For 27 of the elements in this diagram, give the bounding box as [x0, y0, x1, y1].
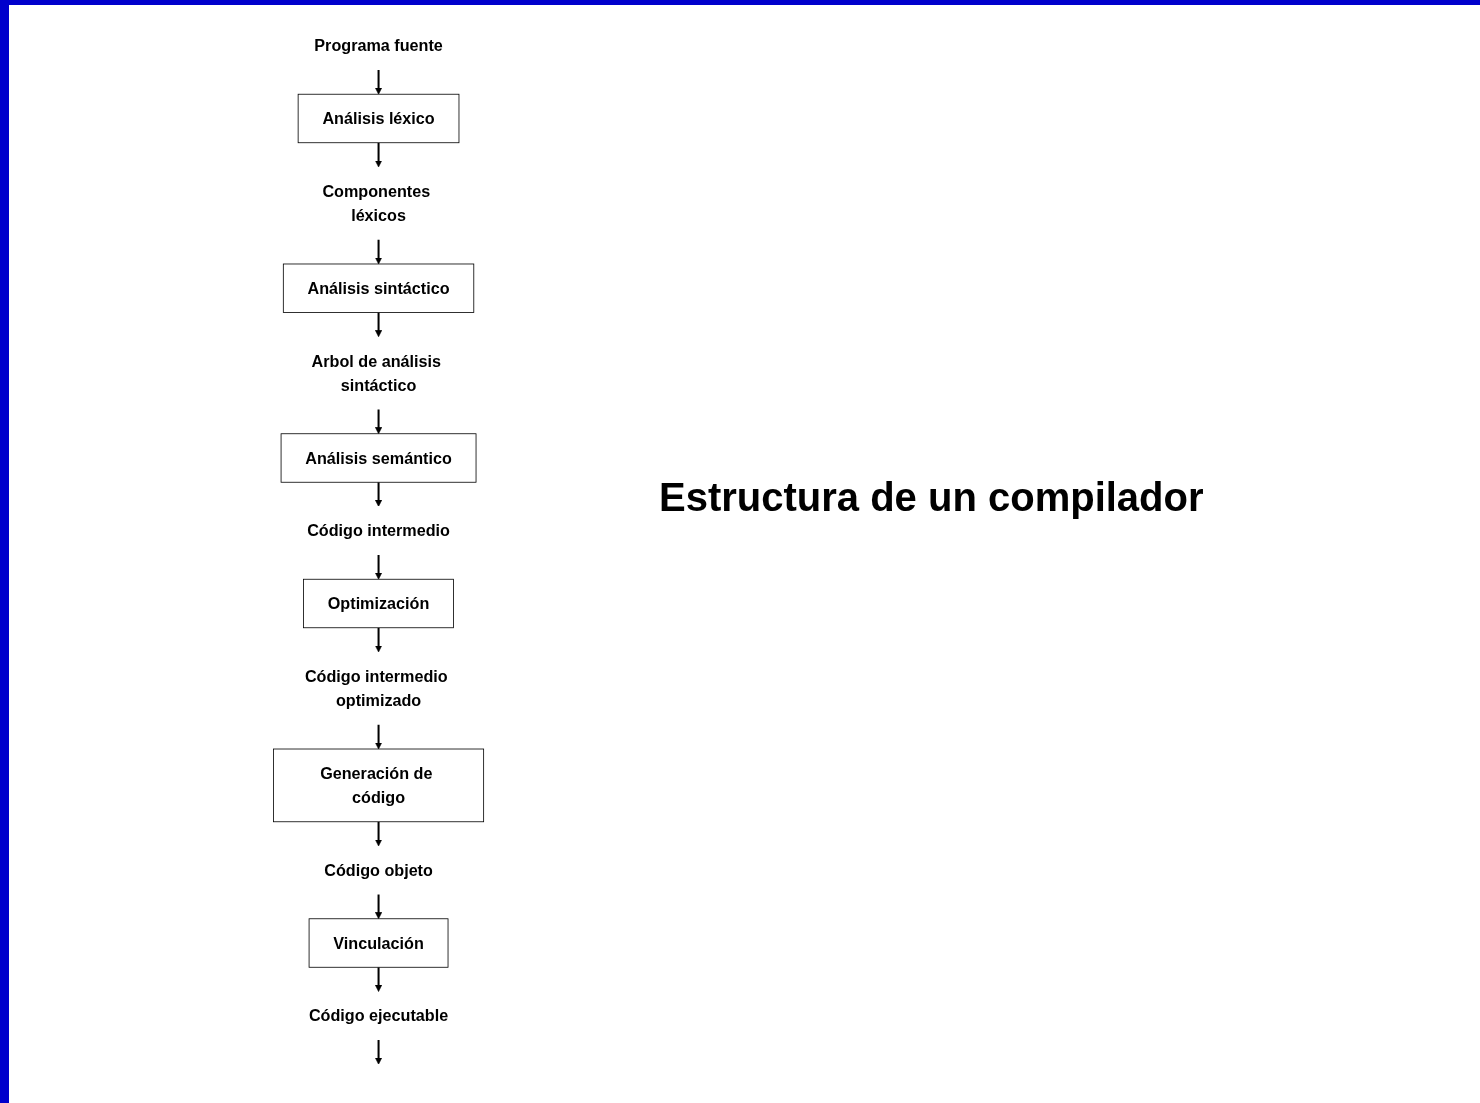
arrow: [375, 70, 383, 95]
node-box: Generación de código: [273, 748, 485, 823]
arrow: [375, 142, 383, 168]
diagram-title: Estructura de un compilador: [659, 475, 1204, 520]
node-text: Código ejecutable: [309, 1006, 449, 1025]
arrow: [375, 627, 383, 653]
arrow: [375, 239, 383, 265]
arrow: [375, 967, 383, 992]
node-text: Arbol de análisis sintáctico: [312, 352, 442, 395]
node-box: Análisis semántico: [281, 433, 477, 483]
node-box: Vinculación: [309, 918, 449, 968]
node-box: Análisis léxico: [298, 93, 460, 144]
arrow: [375, 555, 383, 580]
arrow: [375, 409, 383, 435]
node-text: Código objeto: [324, 861, 434, 880]
arrow: [375, 482, 383, 507]
node-text: Código intermedio: [307, 521, 451, 540]
arrow: [375, 821, 383, 847]
node-text: Programa fuente: [314, 36, 444, 55]
node-box: Optimización: [303, 578, 455, 629]
arrow: [375, 724, 383, 750]
arrow: [375, 1040, 383, 1065]
node-box: Análisis sintáctico: [283, 263, 475, 313]
arrow: [375, 894, 383, 920]
node-text: Componentes léxicos: [322, 182, 431, 225]
node-text: Código intermedio optimizado: [305, 667, 449, 710]
arrow: [375, 312, 383, 338]
